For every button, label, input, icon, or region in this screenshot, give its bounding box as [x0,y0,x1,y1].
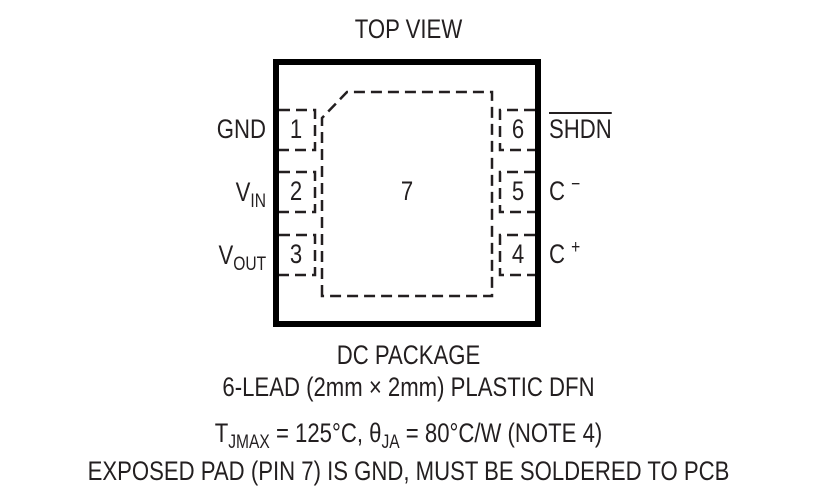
pin-label-c-minus-sup: − [571,174,581,195]
pin-label-c-plus-sup: + [571,237,581,258]
pin-label-vout: VOUT [218,240,266,274]
pin-number-3: 3 [289,239,303,269]
pin-3-pad [279,233,317,277]
pin-label-vout-sub: OUT [233,254,266,275]
tjmax-symbol: T [214,418,229,448]
pin-label-vin: VIN [235,177,266,211]
pin-label-gnd-text: GND [216,114,266,144]
package-body [273,59,541,327]
package-description: 6-LEAD (2mm × 2mm) PLASTIC DFN [222,372,595,402]
pin-2-pad [279,170,317,214]
pin-number-6: 6 [511,114,525,144]
theta-value: = 80°C/W (NOTE 4) [399,418,603,448]
pin-number-5: 5 [511,176,525,206]
pin-label-shdn: SHDN [549,114,612,145]
pin-4-pad [498,233,535,277]
exposed-pad-note: EXPOSED PAD (PIN 7) IS GND, MUST BE SOLD… [87,456,730,486]
pin-number-2: 2 [289,176,303,206]
pin-label-shdn-text: SHDN [549,114,612,144]
tjmax-value: = 125°C, [269,418,370,448]
diagram-title: TOP VIEW [354,14,463,44]
pin-5-pad [498,170,535,214]
pin-1-pad [279,108,317,152]
theta-subscript: JA [381,432,400,453]
pin-label-vin-sub: IN [250,191,266,212]
pin-label-c-plus-main: C [549,239,565,269]
pin-label-c-minus: C − [549,174,581,207]
pin-label-vout-main: V [218,240,234,270]
pin-6-pad [498,108,535,152]
pin-label-gnd: GND [217,114,266,145]
pin-number-4: 4 [511,239,525,269]
tjmax-subscript: JMAX [228,432,270,453]
package-name: DC PACKAGE [336,340,481,370]
exposed-pad-number: 7 [400,176,414,206]
pin-label-c-minus-main: C [549,176,565,206]
theta-symbol: θ [369,418,382,448]
pin-label-c-plus: C + [549,237,581,270]
pin-number-1: 1 [289,114,303,144]
thermal-specs: TJMAX = 125°C, θJA = 80°C/W (NOTE 4) [74,418,744,452]
pin-label-vin-main: V [235,177,251,207]
